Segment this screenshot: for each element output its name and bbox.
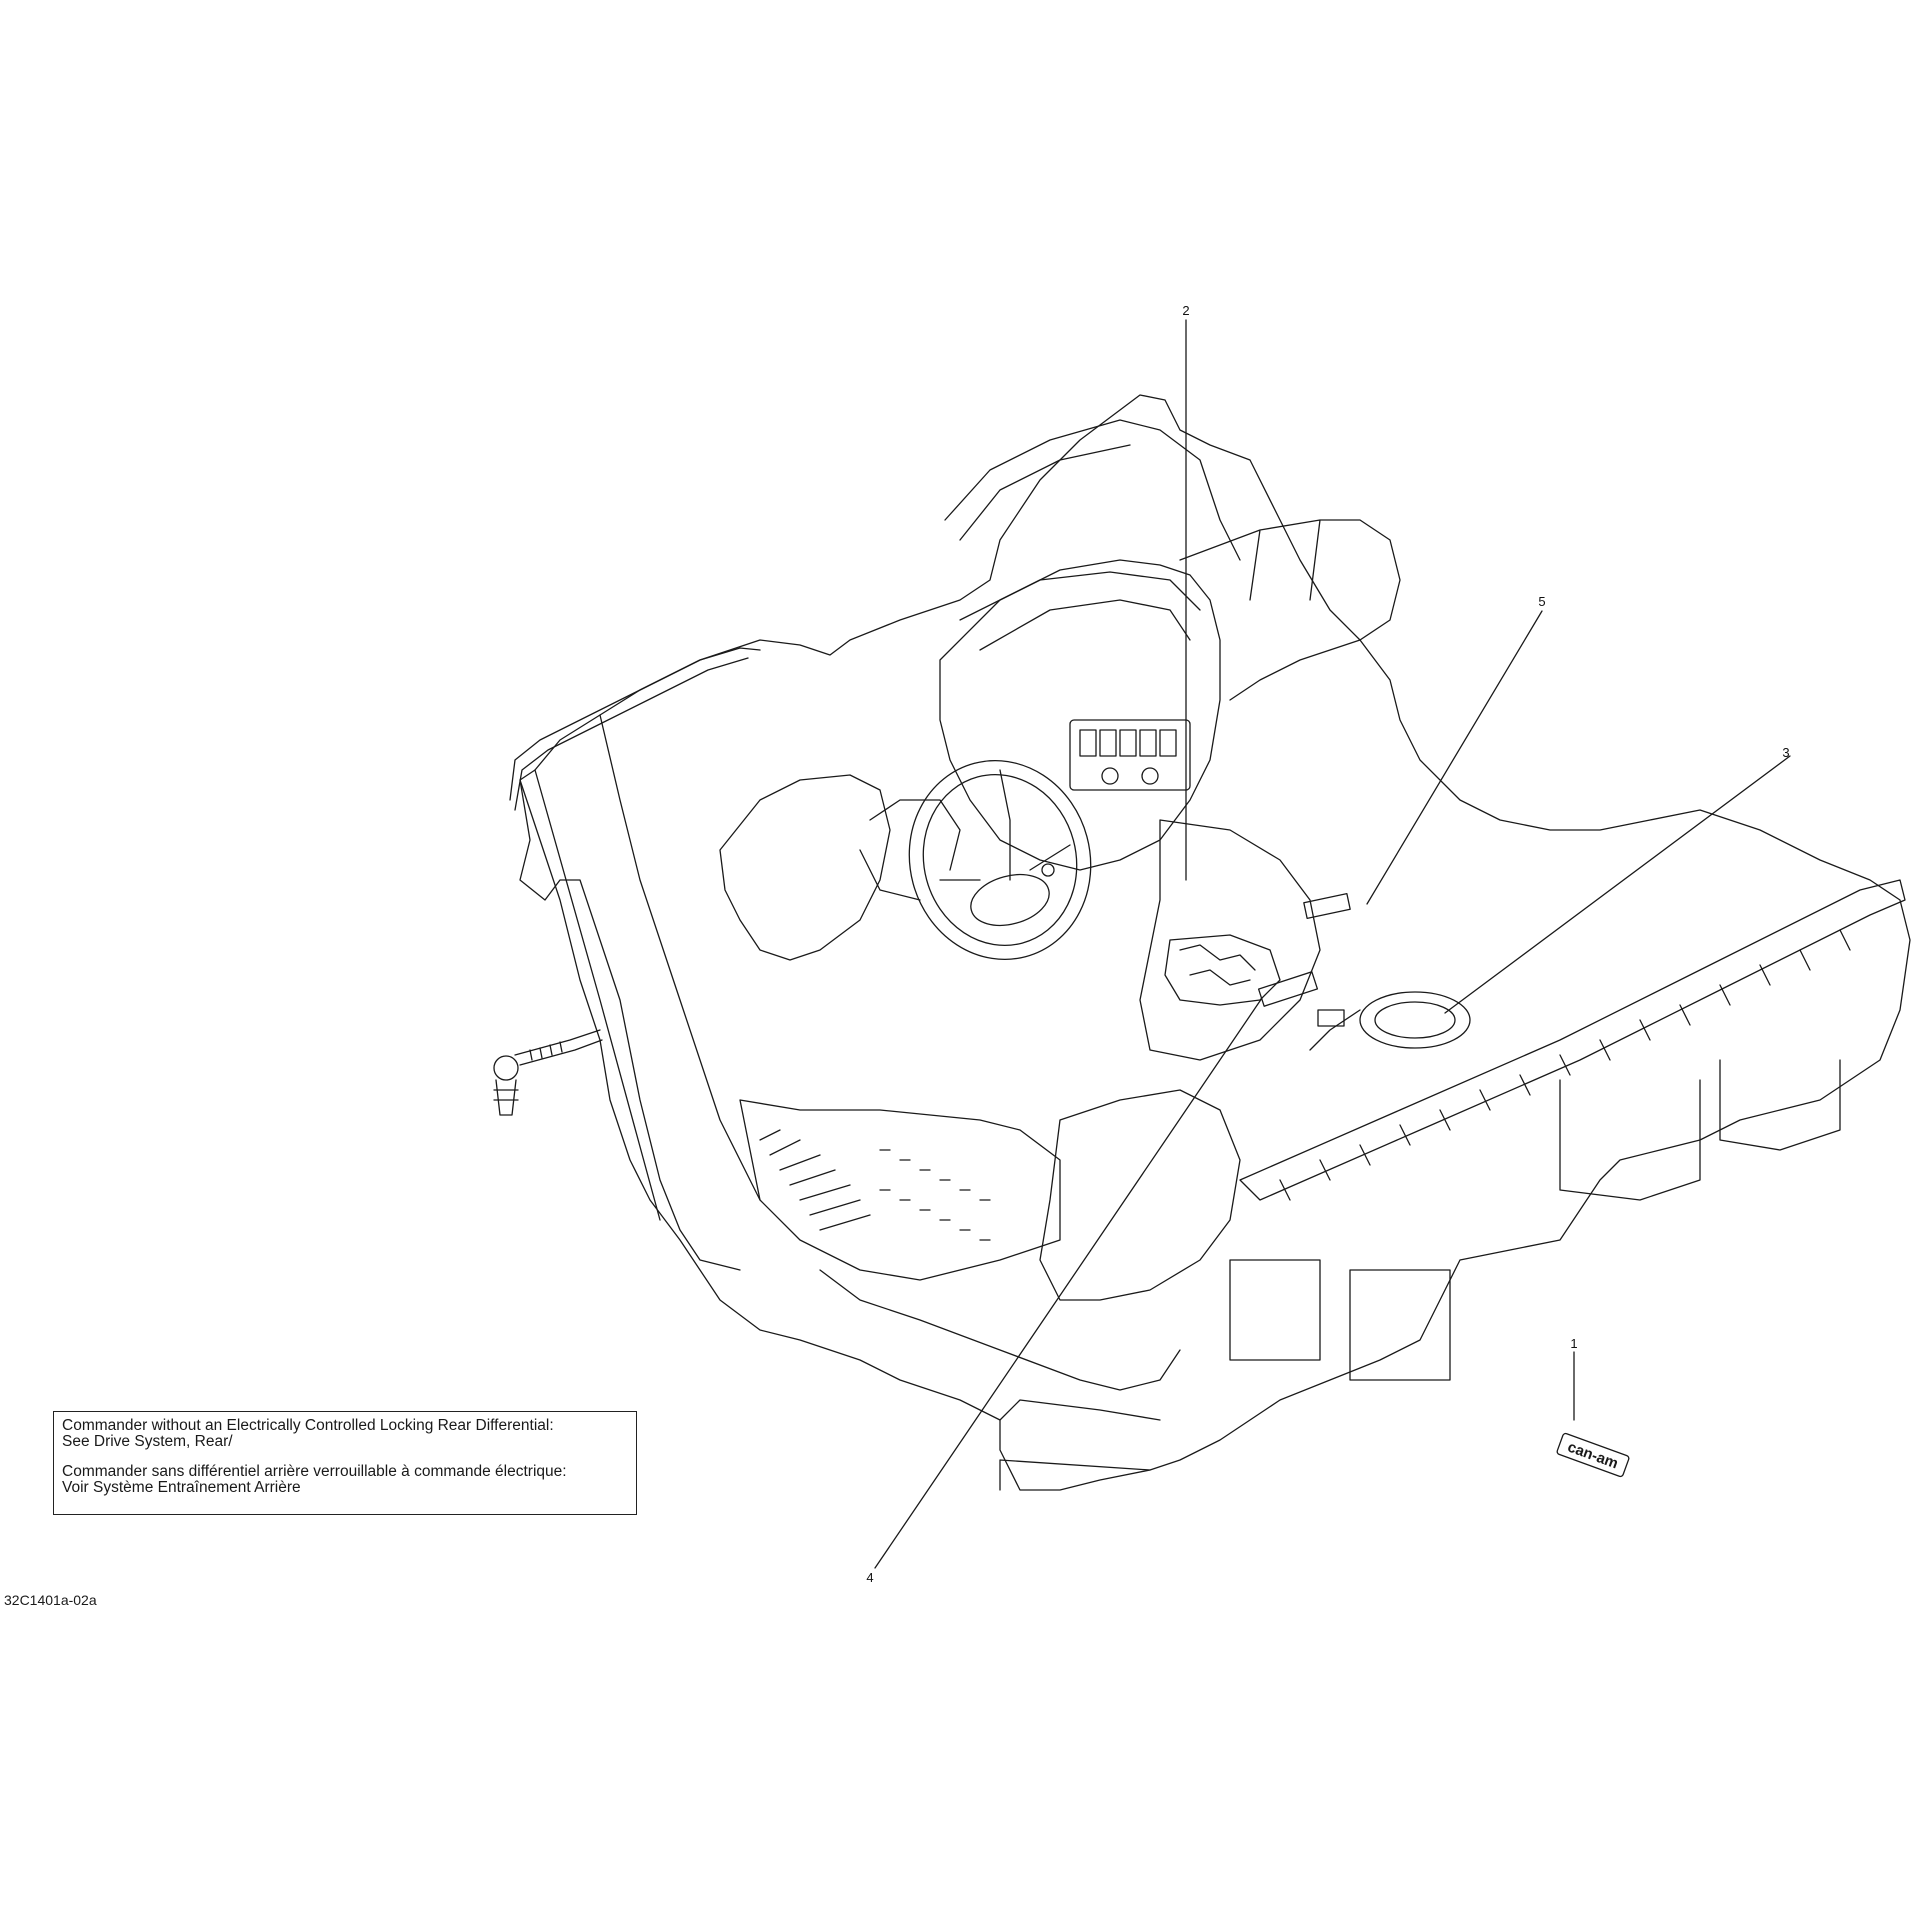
lower-box-right [1229,1259,1321,1361]
center-tunnel [1039,1089,1241,1301]
dashboard [939,559,1221,871]
left-cage-frame [519,714,761,1271]
center-console [1139,819,1351,1061]
shifter-gate [1164,934,1281,1006]
left-dash-side [719,774,891,961]
callout-2: 2 [1182,303,1189,318]
rear-upper-panel [944,419,1241,561]
front-lower-panel [819,1269,1181,1491]
tie-rod-end [493,1029,603,1116]
body-frame-outline [519,394,1911,1491]
cup-holder [1309,991,1471,1051]
rear-dash-section [1179,519,1401,701]
leader-line-4 [874,997,1263,1569]
callout-5: 5 [1538,594,1545,609]
note-box: Commander without an Electrically Contro… [53,1411,637,1515]
callout-4: 4 [866,1570,873,1585]
steering-wheel [908,759,1092,961]
left-frame-tubing [509,647,761,811]
logo-decal [1556,1432,1630,1478]
callout-1: 1 [1570,1336,1577,1351]
switch-panel [1069,719,1191,791]
lower-box-left [1349,1269,1451,1381]
note-french: Commander sans différentiel arrière verr… [62,1463,567,1496]
console-decal [1303,892,1351,920]
awd-switch-decal [1257,971,1319,1007]
leader-line-3 [1444,755,1791,1014]
note-english: Commander without an Electrically Contro… [62,1417,554,1450]
dashboard-upper-panel [959,571,1201,651]
floor-pan [739,1099,1061,1281]
steering-column [859,799,961,901]
right-side-panel [1239,879,1906,1201]
leader-line-5 [1366,610,1543,905]
callout-3: 3 [1782,745,1789,760]
reference-code: 32C1401a-02a [4,1592,97,1608]
